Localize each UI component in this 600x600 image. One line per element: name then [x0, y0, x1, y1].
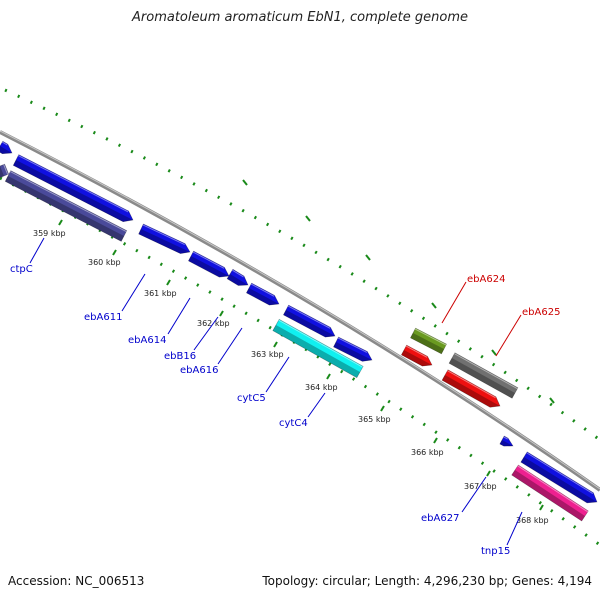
outer-tick: [491, 349, 497, 356]
gene-feature: [272, 318, 364, 379]
outer-tick: [549, 397, 555, 404]
tick-mark: [219, 310, 224, 317]
tick-label: 361 kbp: [144, 289, 177, 298]
gene-labels: ctpC ebA611 ebA614 ebB16 ebA616 cytC5 cytC4 ebA…: [10, 237, 560, 557]
gene-feature: [441, 369, 501, 408]
gene-label-eba625: ebA625: [522, 307, 560, 318]
inner-grid-line: [0, 176, 600, 547]
gene-label-eba627: ebA627: [421, 513, 459, 524]
gene-feature: [4, 170, 128, 242]
tick-mark: [112, 249, 117, 256]
outer-tick: [305, 215, 311, 222]
gene-features: [0, 140, 598, 522]
outer-grid-line: [4, 88, 600, 442]
gene-feature: [448, 352, 519, 399]
gene-feature: [333, 336, 373, 362]
gene-feature: [410, 327, 447, 355]
genome-backbone-highlight: [0, 130, 600, 490]
grid-lines: [0, 88, 600, 547]
label-leader-line: [307, 392, 326, 418]
tick-mark: [166, 279, 171, 286]
outer-tick: [431, 302, 437, 309]
genome-backbone: [0, 130, 600, 492]
tick-mark: [58, 219, 63, 226]
gene-label-eba616: ebA616: [180, 365, 218, 376]
label-leader-line: [461, 476, 487, 513]
label-leader-line: [441, 281, 467, 324]
gene-feature: [12, 154, 134, 223]
tick-label: 368 kbp: [516, 516, 549, 525]
outer-tick: [365, 254, 371, 261]
tick-mark: [380, 405, 385, 412]
gene-feature: [246, 282, 280, 306]
gene-feature: [0, 140, 13, 155]
genome-summary: Topology: circular; Length: 4,296,230 bp…: [262, 574, 592, 588]
label-leader-line: [193, 316, 219, 351]
tick-mark: [273, 341, 278, 348]
gene-feature: [188, 250, 230, 278]
label-leader-line: [506, 511, 523, 546]
gene-feature: [400, 344, 433, 367]
gene-feature: [511, 464, 589, 522]
label-leader-line: [217, 327, 243, 365]
gene-feature: [226, 268, 249, 286]
gene-label-eba624: ebA624: [467, 274, 505, 285]
gene-label-ebb16: ebB16: [164, 351, 196, 362]
outer-tick: [242, 179, 248, 186]
tick-mark: [326, 373, 331, 380]
gene-feature: [520, 451, 598, 504]
tick-mark: [486, 470, 491, 477]
label-leader-line: [495, 314, 522, 357]
label-leader-line: [167, 297, 191, 335]
tick-label: 360 kbp: [88, 258, 121, 267]
tick-label: 363 kbp: [251, 350, 284, 359]
gene-feature: [499, 435, 514, 447]
gene-feature: [0, 163, 10, 178]
gene-label-cytc4: cytC4: [279, 418, 308, 429]
gene-label-cytc5: cytC5: [237, 393, 266, 404]
gene-label-tnp15: tnp15: [481, 546, 510, 557]
gene-feature: [283, 304, 336, 338]
tick-label: 365 kbp: [358, 415, 391, 424]
label-leader-line: [29, 237, 45, 264]
accession-text: Accession: NC_006513: [8, 574, 145, 588]
gene-label-ctpc: ctpC: [10, 264, 33, 275]
tick-label: 359 kbp: [33, 229, 66, 238]
tick-label: 367 kbp: [464, 482, 497, 491]
gene-label-eba611: ebA611: [84, 312, 122, 323]
label-leader-line: [265, 356, 290, 393]
tick-mark: [539, 504, 544, 511]
label-leader-line: [121, 273, 146, 312]
tick-mark: [433, 437, 438, 444]
tick-label: 364 kbp: [305, 383, 338, 392]
gene-label-eba614: ebA614: [128, 335, 166, 346]
map-title: Aromatoleum aromaticum EbN1, complete ge…: [132, 10, 468, 25]
tick-label: 366 kbp: [411, 448, 444, 457]
gene-feature: [138, 223, 191, 254]
